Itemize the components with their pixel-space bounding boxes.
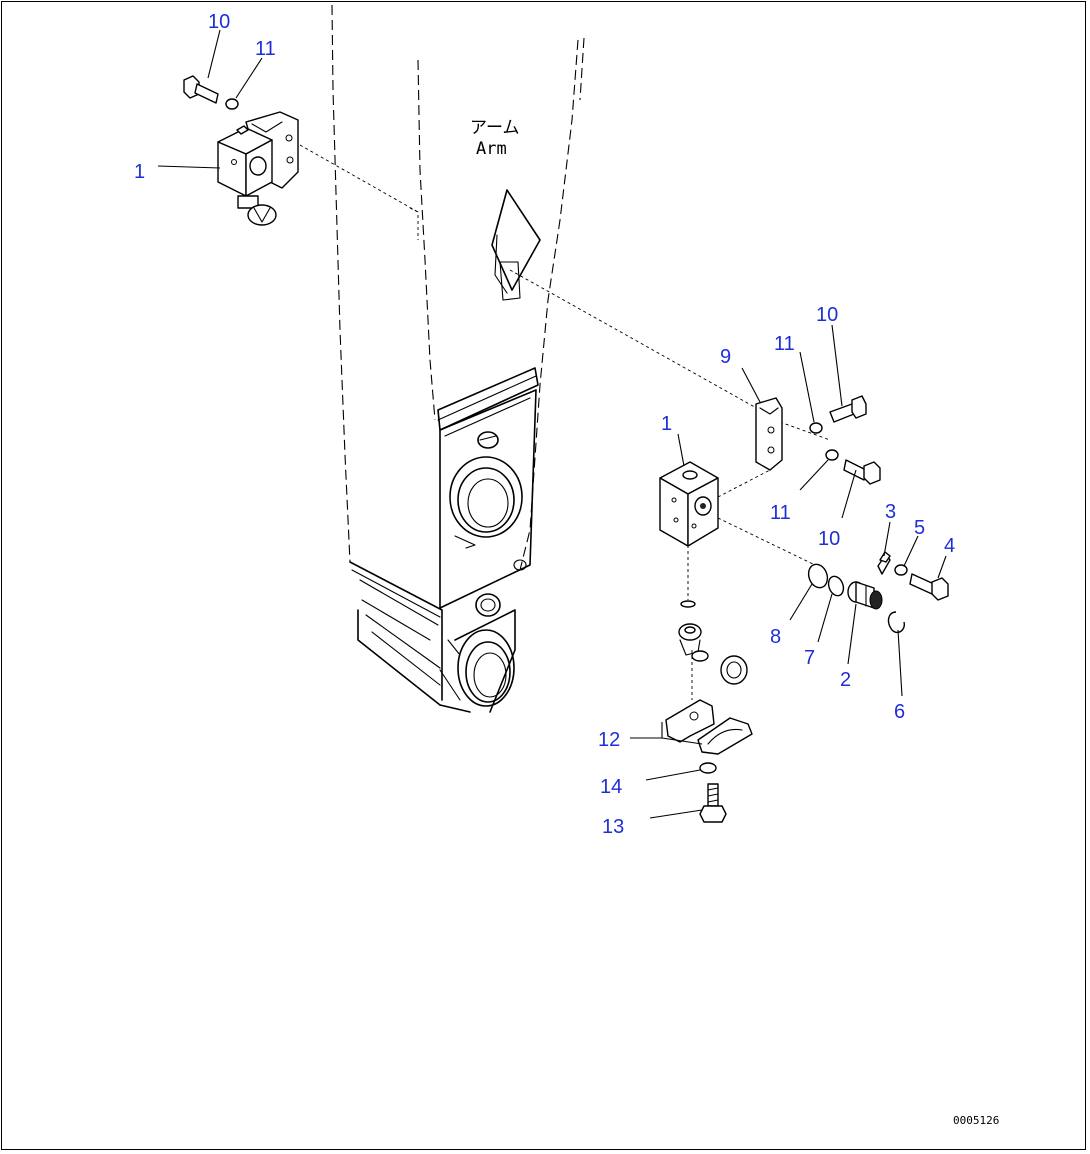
- bolt-10-lower-a: [829, 395, 867, 423]
- leader-7: [817, 593, 833, 643]
- callout-12: 12: [598, 729, 620, 751]
- callout-1-lower: 1: [661, 413, 672, 435]
- mount-line-valve: [717, 469, 771, 498]
- plug: [720, 655, 748, 685]
- snap-ring-6: [887, 611, 906, 634]
- bracket-9: [755, 397, 783, 471]
- callout-4: 4: [944, 535, 955, 557]
- upper-valve-assembly: [183, 75, 299, 226]
- leader-2: [847, 603, 857, 665]
- leader-8: [789, 583, 813, 621]
- arm-structure: [331, 4, 585, 713]
- callout-10-lower: 10: [818, 528, 840, 550]
- mount-line-oring: [717, 517, 816, 566]
- arm-label-jp: アーム: [470, 118, 519, 138]
- drawing-code: 0005126: [953, 1114, 999, 1127]
- leader-9: [741, 367, 761, 403]
- callout-11-lower: 11: [770, 502, 791, 524]
- arm-label-en: Arm: [476, 139, 507, 159]
- washer-11-lower-b: [825, 449, 839, 461]
- callout-1-upper: 1: [134, 161, 145, 183]
- leader-1b: [677, 433, 685, 467]
- callout-8: 8: [770, 626, 781, 648]
- mount-boss-upper: [409, 207, 419, 240]
- callout-5: 5: [914, 517, 925, 539]
- mount-line-bolt: [779, 421, 831, 441]
- valve-block-lower: [659, 461, 719, 547]
- callout-13: 13: [602, 816, 624, 838]
- leader-5: [903, 535, 919, 567]
- leader-10a: [207, 29, 221, 79]
- leader-1a: [157, 165, 221, 169]
- part-3: [877, 551, 891, 575]
- o-ring-7: [827, 575, 845, 597]
- callout-11-upper: 11: [255, 38, 276, 60]
- callout-7: 7: [804, 647, 815, 669]
- washer-5: [894, 564, 908, 576]
- bolt-4: [909, 573, 949, 601]
- washer-14: [699, 762, 717, 774]
- fitting-2: [847, 581, 883, 610]
- leader-11a: [235, 57, 263, 99]
- callout-11-mid: 11: [774, 333, 795, 355]
- o-ring-8: [807, 563, 829, 589]
- mount-line-lower: [509, 269, 761, 411]
- leader-10c: [841, 469, 857, 519]
- bolt-10-upper: [183, 75, 219, 104]
- callout-14: 14: [600, 776, 622, 798]
- callout-10-mid: 10: [816, 304, 838, 326]
- bolt-13: [699, 783, 727, 823]
- callout-10-upper: 10: [208, 11, 230, 33]
- mount-line-upper: [299, 144, 419, 213]
- leader-4: [937, 555, 947, 579]
- leader-12: [630, 722, 703, 745]
- flange-adapter: [678, 623, 709, 662]
- leader-11b: [799, 351, 815, 423]
- leader-6: [897, 629, 903, 697]
- leader-14: [645, 769, 701, 781]
- callout-6: 6: [894, 701, 905, 723]
- bolt-10-lower-b: [843, 459, 881, 485]
- callout-3: 3: [885, 501, 896, 523]
- callout-9: 9: [720, 346, 731, 368]
- leader-13: [649, 809, 703, 819]
- callout-2: 2: [840, 669, 851, 691]
- leader-3: [883, 521, 891, 557]
- seal-small: [680, 600, 696, 608]
- washer-11-lower-a: [809, 422, 823, 434]
- leader-10b: [831, 324, 843, 407]
- split-flange-12: [665, 699, 753, 755]
- washer-11-upper: [225, 98, 239, 110]
- leader-11c: [799, 459, 829, 491]
